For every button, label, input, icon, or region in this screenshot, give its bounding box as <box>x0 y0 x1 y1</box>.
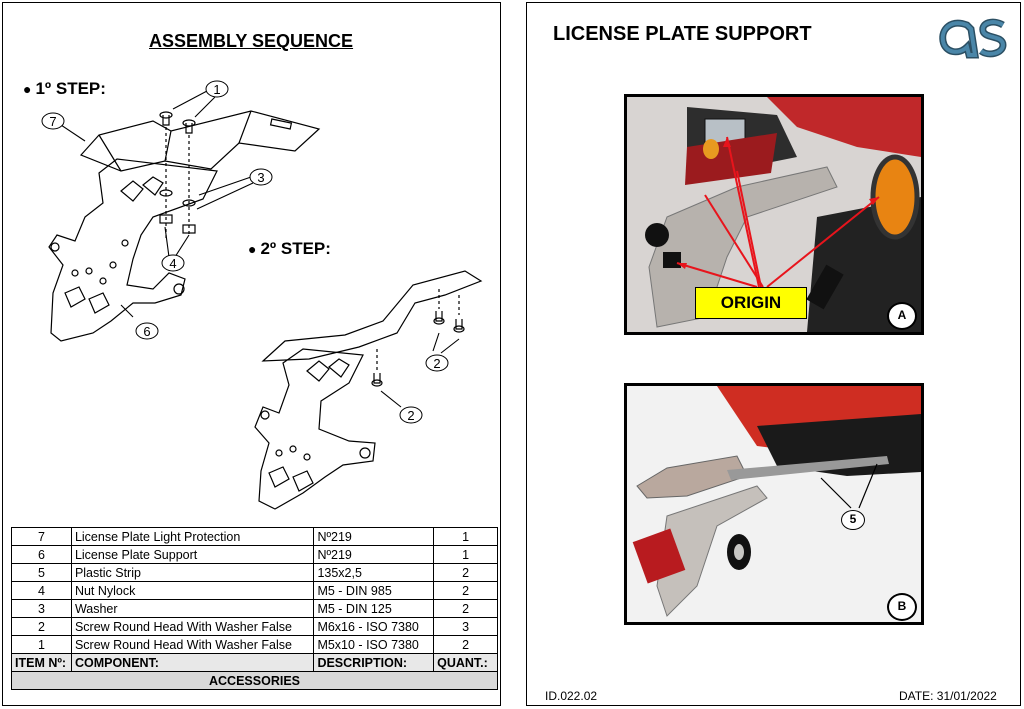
origin-callout: ORIGIN <box>695 287 807 319</box>
photo-b-badge: B <box>887 593 917 621</box>
callout-7: 7 <box>41 112 65 130</box>
svg-text:1: 1 <box>213 82 220 97</box>
support-plate-part <box>48 158 218 342</box>
bom-cell-qty: 1 <box>433 545 498 564</box>
bom-cell-item: 4 <box>11 581 72 600</box>
bom-cell-component: License Plate Support <box>70 545 315 564</box>
svg-text:2: 2 <box>433 356 440 371</box>
callout-2a: 2 <box>425 354 449 372</box>
plate-cutouts <box>120 176 164 202</box>
as-logo <box>939 18 1007 59</box>
bom-cell-description: M5x10 - ISO 7380 <box>313 635 435 654</box>
bom-cell-description: M5 - DIN 985 <box>313 581 435 600</box>
bom-header-component: COMPONENT: <box>70 653 315 672</box>
bom-cell-description: Nº219 <box>313 527 435 546</box>
light-protection-edges <box>98 110 252 172</box>
callout-leaders <box>60 90 460 408</box>
bom-cell-component: Nut Nylock <box>70 581 315 600</box>
callout-circles: 1 7 3 4 6 2 2 <box>41 80 449 424</box>
product-panel: LICENSE PLATE SUPPORT <box>526 2 1021 706</box>
bom-cell-qty: 3 <box>433 617 498 636</box>
step1-drawing <box>48 110 321 342</box>
bom-cell-component: Washer <box>70 599 315 618</box>
bom-header-item: ITEM Nº: <box>11 653 72 672</box>
slot <box>269 118 293 130</box>
bullet-icon: ● <box>248 241 257 257</box>
svg-text:2: 2 <box>407 408 414 423</box>
callout-5: 5 <box>841 510 865 530</box>
washers-nuts <box>159 189 196 234</box>
screws-item-2 <box>371 289 465 387</box>
bom-cell-qty: 2 <box>433 635 498 654</box>
callout-4: 4 <box>161 254 185 272</box>
photo-a-badge: A <box>887 302 917 330</box>
bom-cell-component: License Plate Light Protection <box>70 527 315 546</box>
svg-text:7: 7 <box>49 114 56 129</box>
assembly-axis <box>165 127 190 239</box>
bom-section-row: ACCESSORIES <box>11 671 498 690</box>
callout-2b: 2 <box>399 406 423 424</box>
bom-header-qty: QUANT.: <box>433 653 498 672</box>
step-2-text: 2º STEP: <box>260 239 331 258</box>
screws-item-1 <box>159 111 196 134</box>
assembly-panel: ASSEMBLY SEQUENCE ●1º STEP: ●2º STEP: <box>2 2 501 706</box>
photo-b-illustration <box>627 386 921 622</box>
plate-windows <box>64 286 110 314</box>
bom-cell-qty: 2 <box>433 599 498 618</box>
bom-cell-item: 6 <box>11 545 72 564</box>
svg-text:4: 4 <box>169 256 176 271</box>
bom-header-row: ITEM Nº:COMPONENT:DESCRIPTION:QUANT.: <box>11 653 498 672</box>
light-protection-part <box>79 110 321 172</box>
accessories-label: ACCESSORIES <box>11 671 498 690</box>
bom-cell-qty: 2 <box>433 563 498 582</box>
svg-text:6: 6 <box>143 324 150 339</box>
document-date: DATE: 31/01/2022 <box>899 689 997 703</box>
bom-cell-component: Screw Round Head With Washer False <box>70 617 315 636</box>
bom-cell-description: M5 - DIN 125 <box>313 599 435 618</box>
callout-3: 3 <box>249 168 273 186</box>
photo-b: 5 B <box>624 383 924 625</box>
bom-cell-component: Plastic Strip <box>70 563 315 582</box>
step-1-label: ●1º STEP: <box>23 79 106 99</box>
support-plate-assembled <box>254 348 376 510</box>
bom-cell-item: 1 <box>11 635 72 654</box>
bom-cell-description: 135x2,5 <box>313 563 435 582</box>
product-title: LICENSE PLATE SUPPORT <box>553 23 812 45</box>
bullet-icon: ● <box>23 81 32 97</box>
bom-cell-description: M6x16 - ISO 7380 <box>313 617 435 636</box>
step2-drawing <box>254 270 483 510</box>
light-protection-assembled <box>261 270 483 362</box>
document-id: ID.022.02 <box>545 689 598 703</box>
svg-text:3: 3 <box>257 170 264 185</box>
exploded-diagram: 1 7 3 4 6 2 2 <box>41 80 483 510</box>
assembly-title: ASSEMBLY SEQUENCE <box>149 31 354 51</box>
step-1-text: 1º STEP: <box>35 79 106 98</box>
bom-cell-item: 5 <box>11 563 72 582</box>
step-2-label: ●2º STEP: <box>248 239 331 259</box>
photo-a: ORIGIN A <box>624 94 924 335</box>
bom-cell-qty: 1 <box>433 527 498 546</box>
callout-1: 1 <box>205 80 229 98</box>
bom-cell-item: 7 <box>11 527 72 546</box>
bom-cell-component: Screw Round Head With Washer False <box>70 635 315 654</box>
bom-cell-item: 3 <box>11 599 72 618</box>
bom-cell-qty: 2 <box>433 581 498 600</box>
callout-6: 6 <box>135 322 159 340</box>
bom-cell-description: Nº219 <box>313 545 435 564</box>
bom-header-description: DESCRIPTION: <box>313 653 435 672</box>
bom-cell-item: 2 <box>11 617 72 636</box>
